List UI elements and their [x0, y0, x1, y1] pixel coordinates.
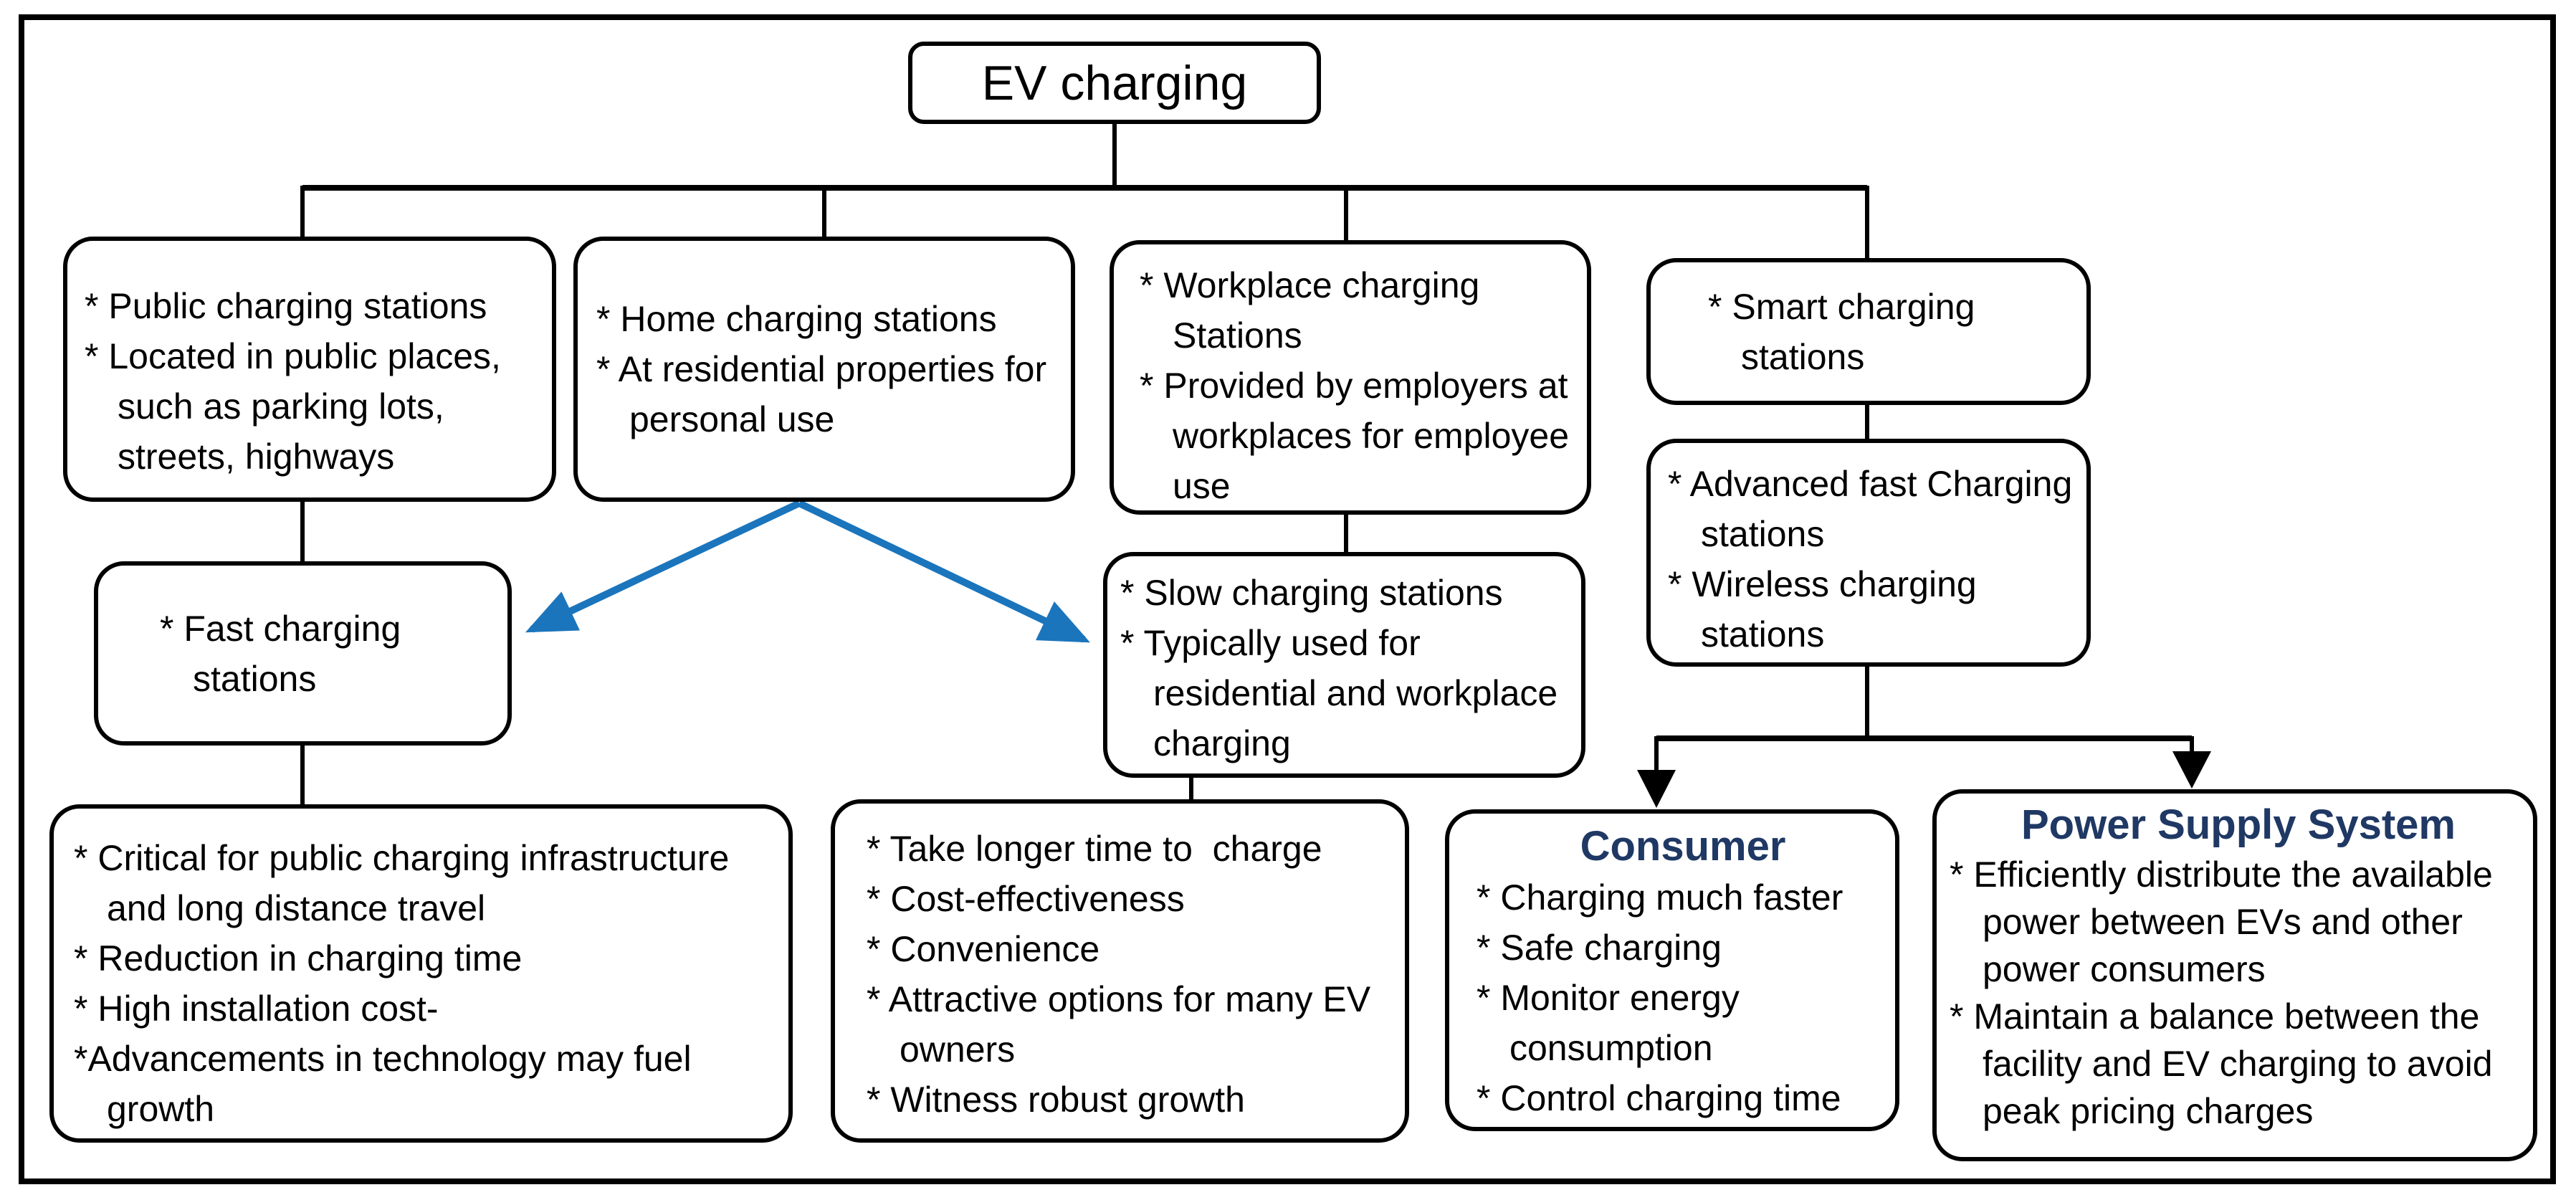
node-power-supply-system: Power Supply System * Efficiently distri… — [1932, 789, 2537, 1161]
fast-bullets: * Fast charging stations — [160, 604, 502, 704]
bullet-item: * Efficiently distribute the available p… — [1950, 854, 2503, 989]
consumer-heading: Consumer — [1580, 823, 1786, 870]
advanced-bullets: * Advanced fast Charging stations * Wirel… — [1668, 459, 2081, 659]
bullet-item: * Fast charging stations — [160, 608, 411, 699]
bullet-item: * Cost-effectiveness — [867, 879, 1185, 919]
power-supply-heading: Power Supply System — [2021, 801, 2456, 848]
bullet-item: * Convenience — [867, 929, 1100, 969]
bullet-item: * Reduction in charging time — [74, 938, 523, 978]
bullet-item: * High installation cost- — [74, 989, 439, 1029]
bullet-item: * Typically used for residential and wor… — [1120, 623, 1568, 763]
bullet-item: * Wireless charging stations — [1668, 564, 1987, 654]
node-smart-charging-stations: * Smart charging stations — [1646, 258, 2091, 405]
node-consumer: Consumer * Charging much faster * Safe ch… — [1445, 809, 1899, 1131]
power-supply-bullets: * Efficiently distribute the available p… — [1950, 851, 2527, 1135]
node-slow-charging-stations: * Slow charging stations * Typically used… — [1103, 552, 1585, 778]
diagram-outer-border — [19, 14, 2556, 1184]
bullet-item: * Attractive options for many EV owners — [867, 979, 1390, 1070]
node-fast-charging-details: * Critical for public charging infrastru… — [49, 804, 793, 1143]
bullet-item: * Critical for public charging infrastru… — [74, 838, 740, 928]
smart-bullets: * Smart charging stations — [1708, 282, 2081, 382]
diagram-title: EV charging — [981, 55, 1248, 110]
node-ev-charging: EV charging — [908, 42, 1321, 124]
bullet-item: * Workplace charging Stations — [1140, 265, 1490, 356]
home-bullets: * Home charging stations * At residential… — [596, 294, 1065, 444]
bullet-item: * Monitor energy consumption — [1477, 978, 1750, 1068]
node-public-charging-stations: * Public charging stations * Located in p… — [63, 237, 556, 502]
bullet-item: * Advanced fast Charging stations — [1668, 464, 2083, 554]
public-bullets: * Public charging stations * Located in p… — [85, 281, 543, 482]
node-workplace-charging-stations: * Workplace charging Stations * Provided … — [1110, 240, 1591, 515]
bullet-item: * Smart charging stations — [1708, 286, 1985, 377]
fast-details-bullets: * Critical for public charging infrastru… — [74, 833, 780, 1134]
bullet-item: * Maintain a balance between the facilit… — [1950, 996, 2503, 1131]
bullet-item: * Located in public places, such as park… — [85, 336, 511, 477]
node-fast-charging-stations: * Fast charging stations — [94, 561, 512, 746]
bullet-item: * Public charging stations — [85, 286, 487, 326]
bullet-item: * Charging much faster — [1477, 877, 1843, 918]
node-advanced-wireless-charging: * Advanced fast Charging stations * Wirel… — [1646, 439, 2091, 667]
slow-bullets: * Slow charging stations * Typically used… — [1120, 568, 1575, 768]
node-home-charging-stations: * Home charging stations * At residential… — [573, 237, 1075, 502]
bullet-item: * Provided by employers at workplaces fo… — [1140, 366, 1579, 506]
bullet-item: *Advancements in technology may fuel gro… — [74, 1039, 702, 1129]
node-slow-charging-details: * Take longer time to charge * Cost-effec… — [831, 799, 1409, 1143]
bullet-item: * Slow charging stations — [1120, 573, 1503, 613]
bullet-item: * Take longer time to charge — [867, 829, 1322, 869]
workplace-bullets: * Workplace charging Stations * Provided … — [1140, 260, 1578, 511]
bullet-item: * Safe charging — [1477, 928, 1722, 968]
slow-details-bullets: * Take longer time to charge * Cost-effec… — [867, 824, 1399, 1125]
bullet-item: * At residential properties for personal… — [596, 349, 1057, 439]
bullet-item: * Home charging stations — [596, 299, 997, 339]
bullet-item: * Control charging time — [1477, 1078, 1841, 1118]
consumer-bullets: * Charging much faster * Safe charging * M… — [1477, 872, 1889, 1123]
bullet-item: * Witness robust growth — [867, 1080, 1245, 1120]
